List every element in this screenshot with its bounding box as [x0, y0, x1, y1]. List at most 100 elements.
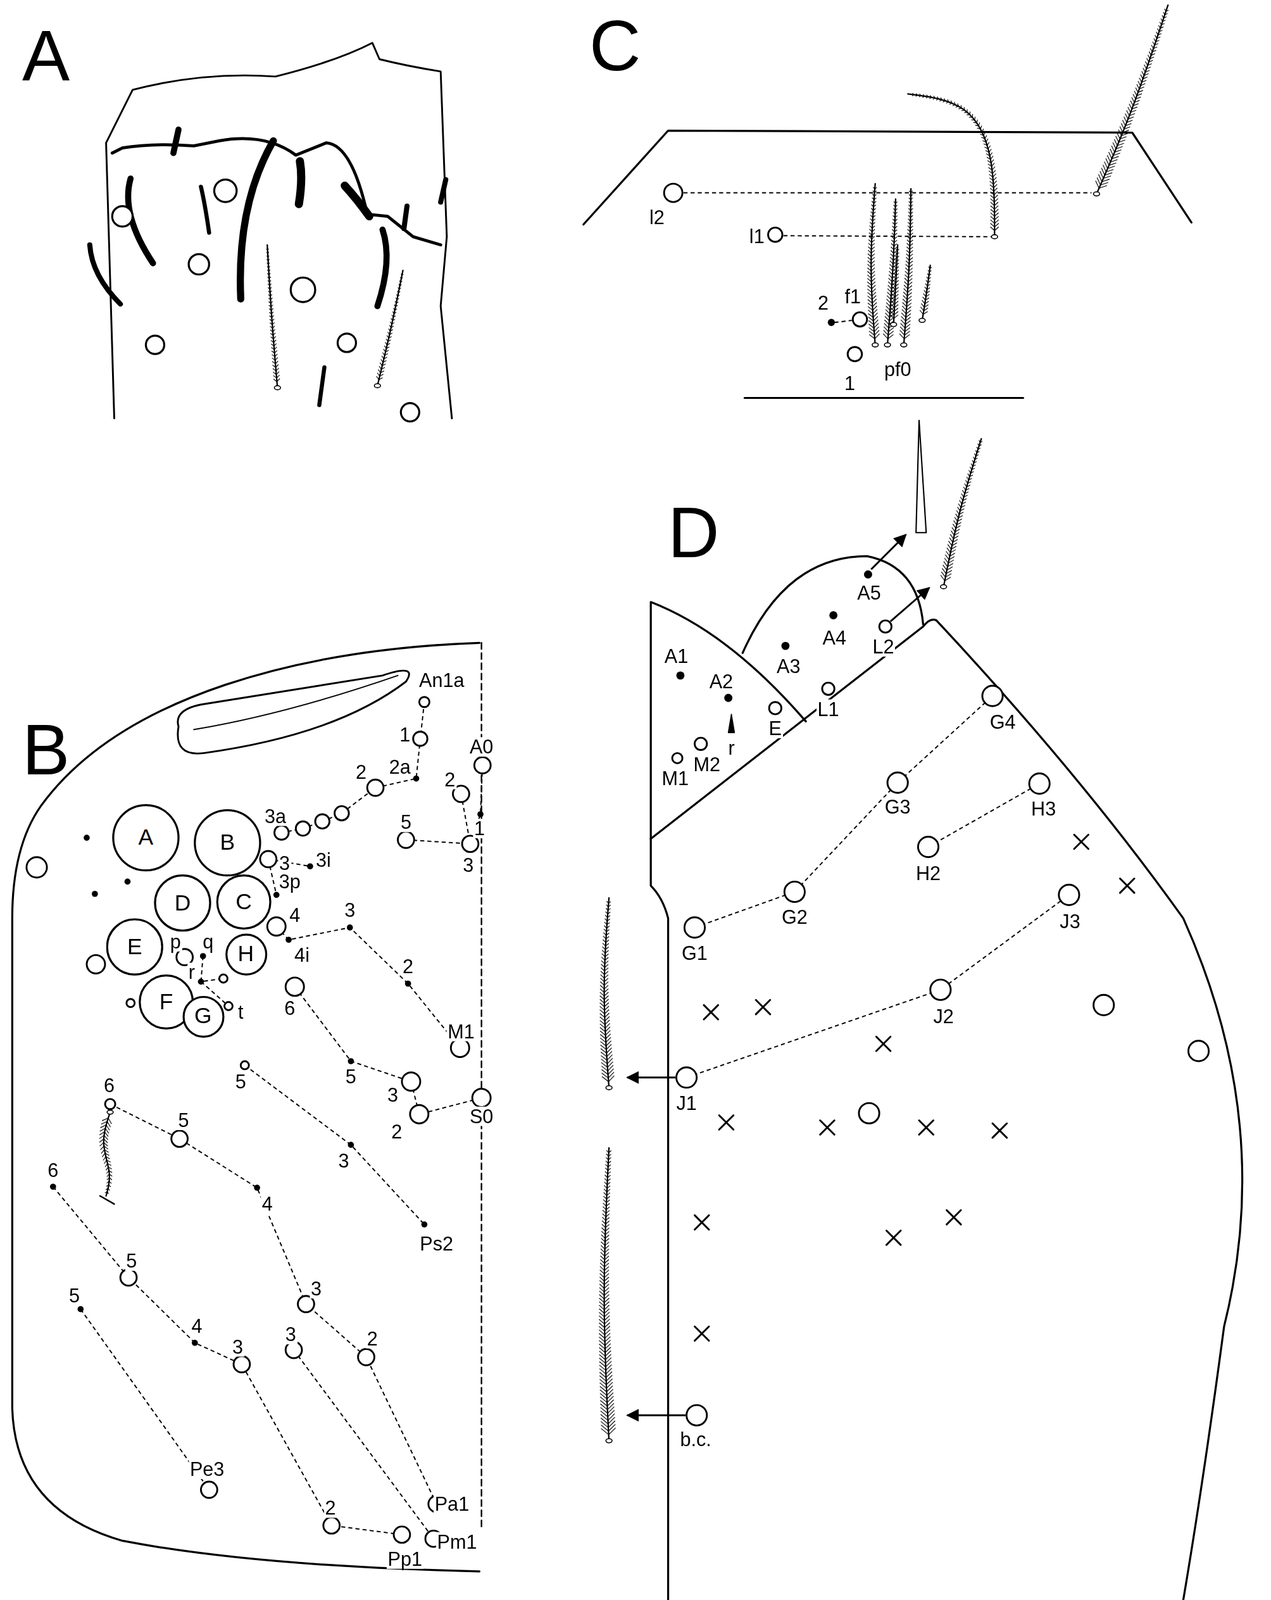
chaeta-label: 3a — [263, 806, 287, 827]
antenna-plate — [650, 601, 806, 839]
socket-circle — [982, 685, 1003, 706]
microseta-dot — [348, 1141, 355, 1148]
thick-seta — [344, 185, 370, 216]
chaeta-label: 4 — [190, 1316, 204, 1337]
chaeta-label: 3 — [343, 900, 357, 920]
microseta-dot — [200, 952, 207, 959]
chaeta-label: l1 — [748, 227, 766, 247]
antennal-slit — [177, 670, 409, 754]
microseta-dot — [421, 1220, 428, 1228]
chaeta-label: M1 — [660, 768, 690, 789]
panel-letter: A — [20, 20, 71, 92]
chaeta-label: A0 — [468, 736, 495, 757]
seta-base — [605, 1438, 613, 1442]
microseta-dot — [413, 775, 420, 782]
microseta-dot — [405, 980, 412, 987]
field-letter: E — [127, 935, 143, 958]
socket-circle — [672, 752, 683, 763]
chaeta-label: H2 — [914, 863, 942, 883]
dashed-row-line — [834, 320, 852, 323]
field-letter: D — [174, 891, 192, 915]
socket-circle — [219, 974, 228, 983]
cross-mark — [1119, 878, 1135, 894]
seta-base — [991, 234, 998, 239]
chaeta-label: J2 — [932, 1006, 956, 1027]
cross-mark — [992, 1122, 1008, 1138]
chaeta-label: E — [767, 718, 783, 739]
chaeta-label: q — [201, 931, 215, 952]
microseta-dot — [77, 1305, 84, 1313]
dashed-row-line — [928, 783, 1040, 847]
socket-circle — [887, 772, 908, 793]
chaeta-label: r — [727, 738, 736, 758]
seta-barbs — [867, 187, 880, 339]
chaeta-label: f1 — [843, 287, 863, 307]
chaeta-label: 5 — [125, 1251, 138, 1271]
chaeta-label: 5 — [344, 1066, 357, 1087]
body-midline — [650, 838, 668, 1600]
microseta-dot — [306, 862, 314, 870]
socket-circle — [663, 183, 683, 202]
socket-circle — [323, 1516, 340, 1534]
field-letter: A — [138, 826, 154, 849]
cross-mark — [719, 1114, 734, 1130]
cross-mark — [694, 1326, 709, 1341]
microseta-dot — [191, 1339, 199, 1346]
chaeta-label: A3 — [775, 656, 802, 677]
dashed-row-line — [244, 1064, 425, 1224]
dashed-row-line — [783, 235, 993, 237]
socket-circle — [126, 998, 135, 1008]
chaeta-label: r — [187, 962, 196, 983]
chaeta-label: 4i — [293, 945, 311, 965]
chaeta-field-circle: A — [112, 803, 180, 871]
socket-circle — [930, 979, 951, 1000]
head-outline — [12, 642, 480, 1572]
socket-circle — [401, 1072, 421, 1091]
chaeta-label: H3 — [1029, 799, 1057, 820]
socket-circle — [240, 1060, 249, 1070]
microseta-dot — [273, 891, 280, 899]
cross-mark — [886, 1230, 901, 1246]
socket-circle — [686, 1404, 708, 1425]
thick-seta — [89, 244, 121, 304]
socket-circle — [410, 1104, 429, 1123]
socket-circle — [200, 1481, 218, 1498]
seta-barbs — [919, 267, 932, 315]
socket-circle — [400, 403, 420, 422]
microseta-dot — [781, 641, 790, 651]
microseta-dot — [827, 319, 835, 326]
chaeta-field-circle: D — [153, 874, 211, 932]
dashed-row-line — [683, 192, 1092, 194]
socket-circle — [1029, 773, 1050, 794]
chaeta-label: 2a — [388, 757, 412, 778]
socket-circle — [267, 917, 286, 936]
dashed-row-line — [53, 1186, 402, 1535]
microseta-dot — [198, 977, 205, 985]
dashed-row-line — [686, 894, 1070, 1077]
spine — [440, 179, 446, 202]
socket-circle — [858, 1102, 880, 1123]
antennal-slit-inner — [193, 675, 398, 730]
seta-barbs — [599, 1150, 616, 1435]
chaeta-label: 2 — [365, 1328, 379, 1349]
chaeta-field-circle: B — [193, 808, 261, 877]
seta-barbs — [889, 249, 899, 319]
thick-seta — [200, 186, 209, 233]
microseta-dot — [285, 936, 292, 943]
chaeta-label: 6 — [102, 1075, 116, 1096]
pointer-arrow — [627, 1076, 676, 1078]
body-margin — [650, 619, 937, 839]
chaeta-field-circle: H — [224, 932, 267, 975]
socket-circle — [334, 805, 350, 821]
seta-base — [919, 318, 926, 323]
chaeta-label: 3 — [337, 1151, 351, 1171]
socket-circle — [233, 1355, 251, 1373]
thick-seta — [377, 229, 387, 307]
socket-circle — [274, 825, 290, 840]
chaeta-label: 6 — [283, 998, 297, 1018]
socket-circle — [879, 620, 892, 633]
seta-base — [106, 1109, 114, 1114]
chaeta-label: 3 — [386, 1084, 399, 1105]
